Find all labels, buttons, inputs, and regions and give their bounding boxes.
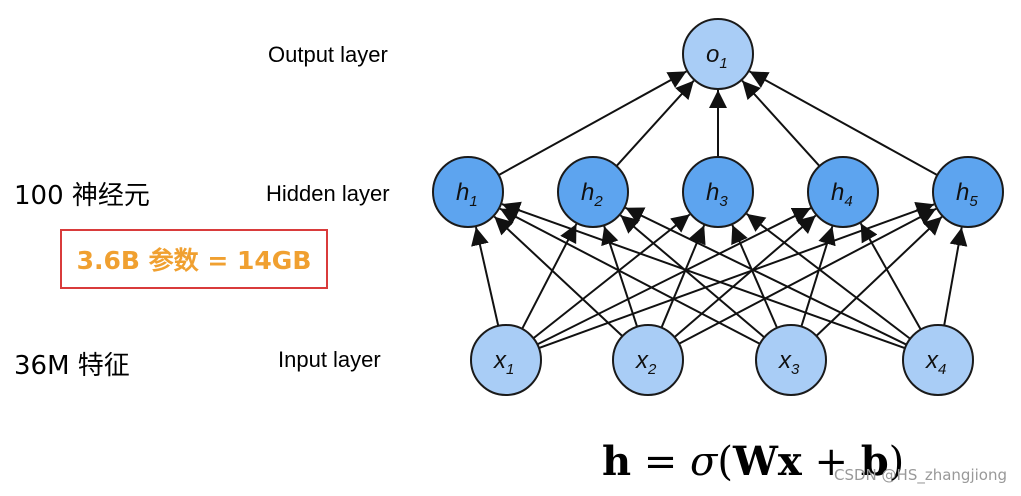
input-node-x3: x3 — [755, 324, 827, 396]
hidden-node-h3-label: h3 — [706, 179, 728, 210]
formula-plus: + — [801, 439, 861, 485]
formula-W: W — [732, 438, 778, 485]
input-node-x3-label: x3 — [778, 347, 800, 378]
edge-x2-h1 — [493, 215, 624, 337]
input-node-x1-circle — [470, 324, 542, 396]
input-node-x2: x2 — [612, 324, 684, 396]
edge-x3-h5 — [815, 216, 943, 337]
output-layer-label: Output layer — [268, 42, 388, 67]
edge-x2-h4 — [673, 214, 817, 338]
features-label: 36M 特征 — [14, 351, 130, 381]
hidden-node-h5: h5 — [932, 156, 1004, 228]
input-node-x3-circle — [755, 324, 827, 396]
formula-open-paren: ( — [717, 439, 733, 485]
hidden-node-h3: h3 — [682, 156, 754, 228]
output-node-o1: o1 — [682, 18, 754, 90]
input-node-x4-circle — [902, 324, 974, 396]
output-node-o1-label: o1 — [706, 41, 728, 72]
hidden-node-h4-label: h4 — [831, 179, 853, 210]
hidden-node-h5-circle — [932, 156, 1004, 228]
params-box: 3.6B 参数 = 14GB — [60, 229, 328, 289]
edge-h5-o1 — [749, 70, 938, 176]
edge-x1-h3 — [532, 213, 691, 340]
input-node-x4: x4 — [902, 324, 974, 396]
hidden-node-h3-circle — [682, 156, 754, 228]
edge-h4-o1 — [741, 80, 821, 167]
output-node-o1-circle — [682, 18, 754, 90]
edge-x4-h4 — [859, 222, 922, 331]
edge-x1-h1 — [471, 226, 500, 327]
edge-h2-o1 — [615, 80, 695, 167]
edge-x1-h4 — [536, 207, 812, 346]
edge-x3-h3 — [731, 224, 778, 329]
edge-x4-h1 — [501, 201, 906, 350]
hidden-node-h4-circle — [807, 156, 879, 228]
hidden-node-h2-label: h2 — [581, 179, 603, 210]
input-node-x4-label: x4 — [925, 347, 946, 378]
edge-x3-h2 — [619, 214, 765, 339]
hidden-node-h1-label: h1 — [456, 179, 478, 210]
hidden-node-h4: h4 — [807, 156, 879, 228]
hidden-layer-label: Hidden layer — [266, 181, 390, 206]
edge-x2-h5 — [678, 207, 937, 345]
watermark: CSDN @HS_zhangjiong — [834, 466, 1007, 484]
formula-close-paren: ) — [888, 439, 905, 485]
edge-x3-h1 — [499, 207, 761, 345]
neurons-label: 100 神经元 — [14, 181, 150, 211]
input-node-x2-circle — [612, 324, 684, 396]
formula-equals: = — [631, 439, 691, 485]
input-node-x1: x1 — [470, 324, 542, 396]
formula-b: b — [860, 438, 889, 485]
hidden-node-h1: h1 — [432, 156, 504, 228]
formula: h = σ(Wx + b) — [602, 438, 904, 485]
formula-sigma: σ — [690, 439, 718, 485]
input-node-x1-label: x1 — [493, 347, 514, 378]
hidden-node-h2-circle — [557, 156, 629, 228]
edge-x4-h2 — [624, 206, 907, 346]
formula-x: x — [777, 438, 802, 485]
edge-x4-h5 — [943, 227, 968, 326]
input-node-x2-label: x2 — [635, 347, 657, 378]
hidden-node-h5-label: h5 — [956, 179, 978, 210]
formula-h: h — [602, 438, 632, 485]
edge-x3-h4 — [800, 226, 836, 327]
edge-x1-h2 — [521, 223, 578, 330]
input-layer-label: Input layer — [278, 347, 381, 372]
hidden-node-h1-circle — [432, 156, 504, 228]
edge-x4-h3 — [746, 213, 911, 340]
edge-h1-o1 — [498, 70, 687, 176]
hidden-node-h2: h2 — [557, 156, 629, 228]
params-label: 3.6B 参数 = 14GB — [76, 246, 312, 275]
